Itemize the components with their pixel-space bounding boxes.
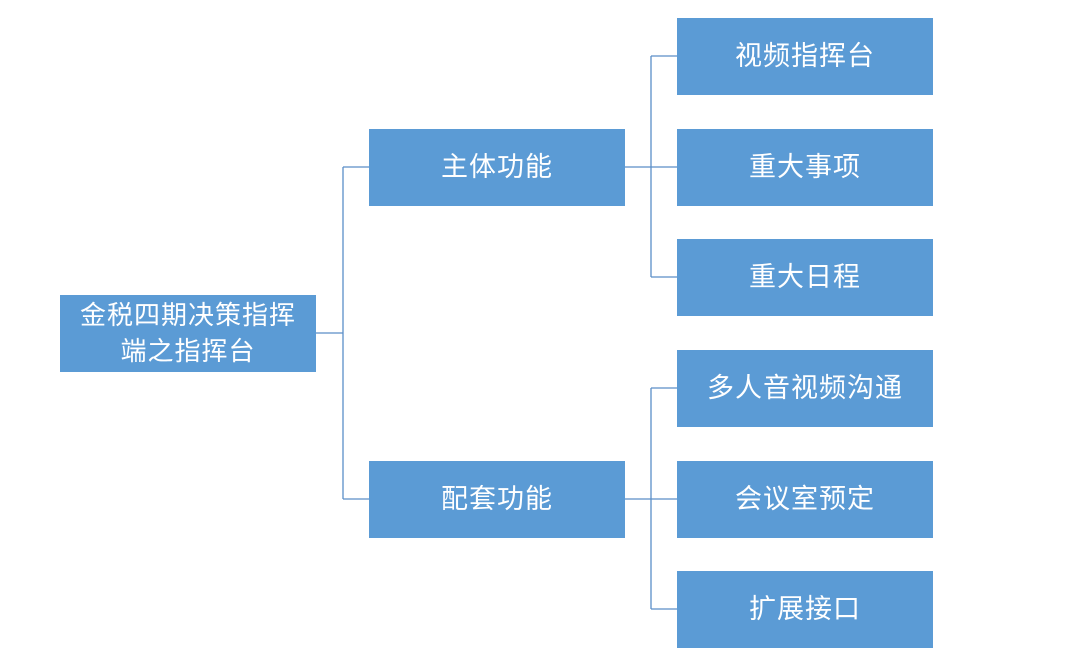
leaf-node-major-schedule: 重大日程: [677, 239, 933, 316]
root-node: 金税四期决策指挥端之指挥台: [60, 295, 316, 372]
leaf-node-video-command: 视频指挥台: [677, 18, 933, 95]
connector-branch-1: [625, 55, 677, 278]
leaf-label: 会议室预定: [735, 483, 875, 515]
leaf-label: 重大日程: [749, 261, 861, 293]
branch-node-supporting-functions: 配套功能: [369, 461, 625, 538]
root-label: 金税四期决策指挥端之指挥台: [79, 300, 296, 367]
leaf-node-multi-party-av: 多人音视频沟通: [677, 350, 933, 427]
leaf-node-room-booking: 会议室预定: [677, 461, 933, 538]
connector-root: [316, 166, 369, 500]
branch-label: 配套功能: [441, 483, 553, 515]
leaf-node-major-matters: 重大事项: [677, 129, 933, 206]
leaf-label: 多人音视频沟通: [707, 372, 903, 404]
leaf-node-extension-interface: 扩展接口: [677, 571, 933, 648]
leaf-label: 扩展接口: [749, 593, 861, 625]
connector-branch-2: [625, 387, 677, 610]
branch-node-main-functions: 主体功能: [369, 129, 625, 206]
leaf-label: 视频指挥台: [735, 40, 875, 72]
leaf-label: 重大事项: [749, 151, 861, 183]
branch-label: 主体功能: [441, 151, 553, 183]
